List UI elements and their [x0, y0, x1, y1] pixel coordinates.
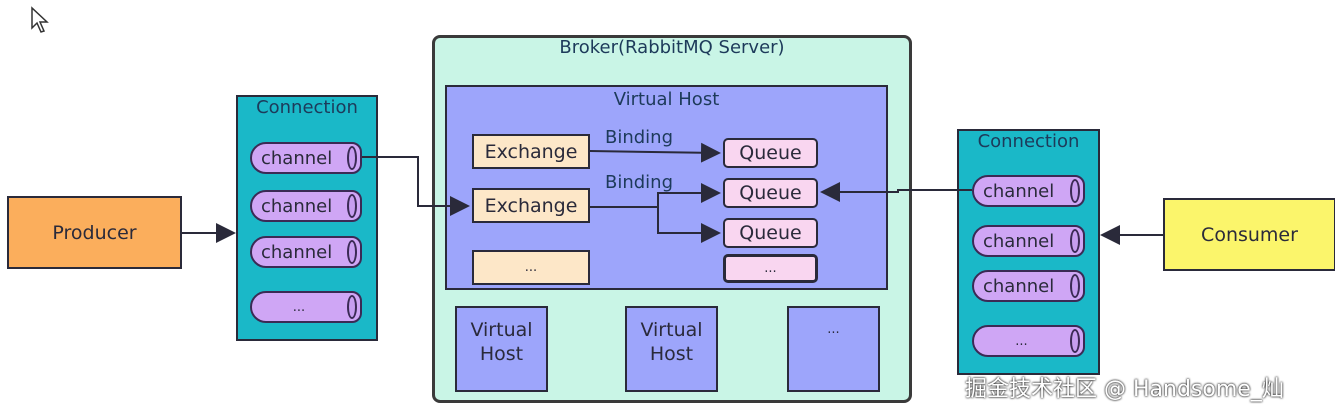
- queue-3: Queue: [723, 218, 818, 248]
- arrow-channel-to-exchange: [362, 156, 470, 216]
- right-channel-2: channel: [972, 225, 1085, 257]
- queue-1: Queue: [723, 138, 818, 168]
- watermark: 掘金技术社区 @ Handsome_灿: [965, 377, 1284, 402]
- arrow-channel-to-queue: [820, 182, 972, 202]
- arrow-exchange2-to-queue2: [590, 183, 721, 208]
- virtual-host-more: ...: [787, 306, 880, 392]
- binding-label-2: Binding: [605, 172, 674, 193]
- virtual-host-2-label: Virtual Host: [470, 319, 533, 365]
- exchange-more: ...: [472, 250, 590, 285]
- left-channel-2: channel: [250, 190, 362, 222]
- exchange-1: Exchange: [472, 134, 590, 169]
- right-connection-title: Connection: [977, 131, 1080, 152]
- left-connection-title: Connection: [256, 97, 358, 118]
- right-channel-1: channel: [972, 175, 1085, 207]
- mouse-cursor-icon: [31, 6, 49, 33]
- binding-label-1: Binding: [605, 127, 674, 148]
- virtual-host-title: Virtual Host: [613, 89, 720, 110]
- left-channel-3: channel: [250, 236, 362, 268]
- arrow-exchange1-to-queue1: [589, 142, 721, 163]
- producer-label: Producer: [52, 221, 137, 244]
- consumer-label: Consumer: [1201, 223, 1298, 246]
- queue-2: Queue: [723, 178, 818, 208]
- virtual-host-more-label: ...: [827, 322, 840, 337]
- virtual-host-3: Virtual Host: [625, 306, 718, 392]
- virtual-host-2: Virtual Host: [455, 306, 548, 392]
- producer-box: Producer: [7, 196, 182, 269]
- arrow-exchange2-to-queue3: [657, 207, 721, 243]
- right-channel-3: channel: [972, 270, 1085, 302]
- left-channel-more: ...: [250, 291, 362, 323]
- right-channel-more: ...: [972, 325, 1085, 357]
- left-channel-1: channel: [250, 142, 362, 174]
- queue-more: ...: [723, 254, 818, 283]
- broker-title: Broker(RabbitMQ Server): [559, 37, 785, 58]
- consumer-box: Consumer: [1163, 198, 1335, 271]
- exchange-2: Exchange: [472, 188, 590, 223]
- virtual-host-3-label: Virtual Host: [640, 319, 703, 365]
